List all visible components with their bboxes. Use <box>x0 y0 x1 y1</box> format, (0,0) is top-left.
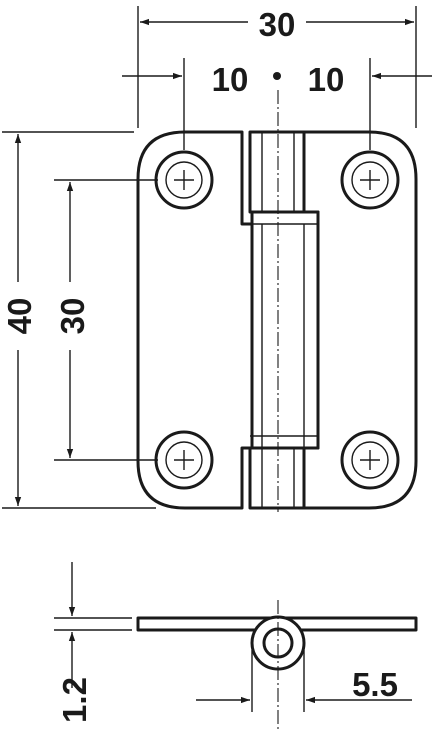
left-leaf-outline <box>136 130 254 510</box>
screw-hole-top-left-icon <box>154 150 214 210</box>
dimension-overall-width: 30 <box>137 6 417 128</box>
dimension-half-widths: 10 10 <box>122 58 432 150</box>
screw-hole-bottom-left-icon <box>154 430 214 490</box>
dimension-knuckle-diameter-label: 5.5 <box>352 666 398 703</box>
dimension-thickness: 1.2 <box>54 562 132 723</box>
dimension-overall-width-label: 30 <box>259 6 296 43</box>
screw-hole-top-right-icon <box>340 150 400 210</box>
screw-hole-bottom-right-icon <box>340 430 400 490</box>
hinge-front-view <box>136 90 418 512</box>
dimension-overall-height: 40 <box>1 131 156 509</box>
dimension-right-half-label: 10 <box>308 61 345 98</box>
dimension-knuckle-diameter: 5.5 <box>196 650 412 712</box>
dimension-thickness-label: 1.2 <box>56 677 93 723</box>
knuckle-bottom <box>248 446 306 510</box>
dimension-overall-height-label: 40 <box>1 298 38 335</box>
hinge-side-view <box>136 600 418 730</box>
knuckle-top <box>248 130 306 214</box>
right-leaf-outline <box>302 130 418 510</box>
dimension-hole-pitch-label: 30 <box>54 298 91 335</box>
dimension-hole-pitch: 30 <box>54 179 158 461</box>
dimension-left-half-label: 10 <box>212 61 249 98</box>
